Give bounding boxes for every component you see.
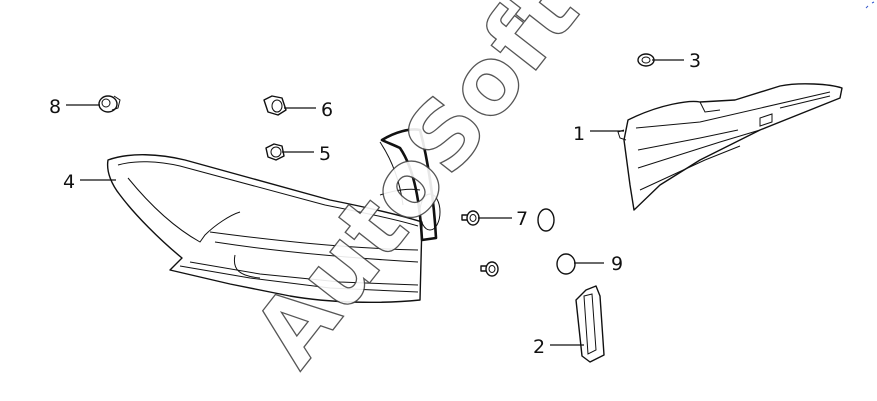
callout-4: 4 — [63, 171, 75, 193]
callout-numbers: 1 2 3 4 5 6 7 8 9 — [49, 50, 701, 358]
screw-part-7[interactable] — [461, 210, 480, 226]
callout-7: 7 — [516, 208, 528, 230]
plug-part-9[interactable] — [556, 253, 576, 275]
callout-8: 8 — [49, 96, 61, 118]
screw-part-7-b[interactable] — [480, 261, 499, 277]
clip-part-5[interactable] — [265, 143, 285, 161]
callout-5: 5 — [319, 143, 331, 165]
corner-mark — [865, 1, 875, 9]
callout-1: 1 — [573, 123, 585, 145]
callout-3: 3 — [689, 50, 701, 72]
callout-2: 2 — [533, 336, 545, 358]
callout-9: 9 — [611, 253, 623, 275]
clip-part-6[interactable] — [263, 95, 287, 116]
nut-part-3[interactable] — [637, 53, 655, 67]
reflector-part[interactable] — [575, 285, 605, 363]
leader-lines — [66, 59, 684, 346]
callout-6: 6 — [321, 99, 333, 121]
clip-part-8[interactable] — [98, 95, 121, 113]
tail-lamp-inner-part[interactable] — [617, 83, 843, 211]
plug-part-unlabeled[interactable] — [537, 208, 555, 232]
tail-lamp-outer-part[interactable] — [106, 128, 441, 304]
